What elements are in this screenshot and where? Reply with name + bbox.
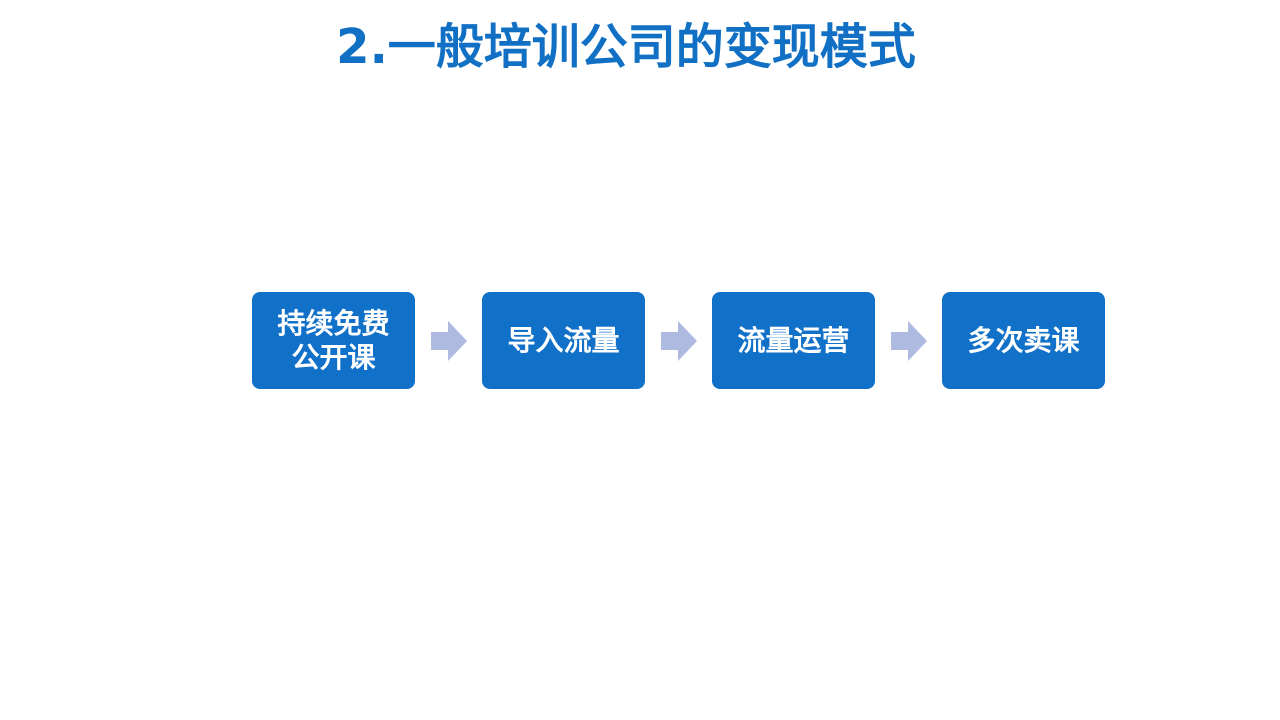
step-label: 流量运营 xyxy=(737,323,850,357)
step-label: 多次卖课 xyxy=(967,323,1080,357)
slide-title: 2.一般培训公司的变现模式 xyxy=(336,19,916,75)
step-label: 导入流量 xyxy=(507,323,620,357)
step-label: 持续免费 公开课 xyxy=(277,306,390,374)
step-repeat-course-sales: 多次卖课 xyxy=(942,292,1105,389)
process-flow: 持续免费 公开课 导入流量 流量运营 多次卖课 xyxy=(252,292,1105,389)
right-arrow-icon xyxy=(875,292,942,389)
right-arrow-icon xyxy=(645,292,712,389)
step-free-open-class: 持续免费 公开课 xyxy=(252,292,415,389)
step-import-traffic: 导入流量 xyxy=(482,292,645,389)
step-traffic-operation: 流量运营 xyxy=(712,292,875,389)
right-arrow-icon xyxy=(415,292,482,389)
